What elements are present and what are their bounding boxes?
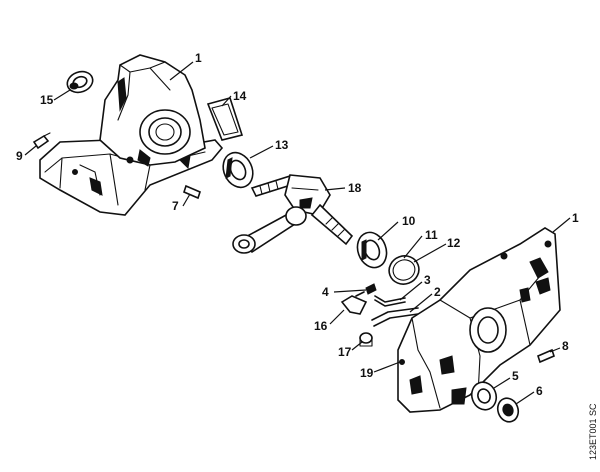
dowel-pin-part-7	[183, 184, 201, 200]
ball-bearing-part-13	[222, 151, 254, 189]
crankcase-half-right	[397, 227, 561, 413]
callout-labels: 1 15 14 9 13 7 18 10 11 12 3 2 4 16 17 1…	[16, 51, 579, 398]
callout-part-19: 19	[360, 366, 374, 380]
screw-part-4	[365, 283, 377, 295]
hose-part-2	[371, 307, 419, 327]
callout-part-11: 11	[425, 228, 438, 242]
callout-part-4: 4	[322, 285, 329, 299]
leader-lines	[24, 61, 571, 405]
seal-ring-part-6	[496, 397, 520, 423]
callout-part-13: 13	[275, 138, 289, 152]
callout-part-10: 10	[402, 214, 416, 228]
callout-part-15: 15	[40, 93, 54, 107]
cap-part-17	[359, 332, 373, 347]
callout-part-7: 7	[172, 199, 179, 213]
snap-ring-part-11	[388, 255, 420, 285]
callout-part-18: 18	[348, 181, 362, 195]
callout-part-6: 6	[536, 384, 543, 398]
ball-bearing-part-10	[356, 231, 388, 269]
screw-part-8	[537, 348, 555, 364]
callout-part-12: 12	[447, 236, 461, 250]
callout-part-9: 9	[16, 149, 23, 163]
seal-ring-part-5	[470, 381, 498, 411]
oil-pickup-part-16	[340, 291, 368, 315]
oil-line-part-3	[374, 295, 406, 307]
drawing-code: 123ET001 SC	[588, 403, 598, 460]
callout-part-2: 2	[434, 285, 441, 299]
crankshaft-part-18	[232, 174, 354, 254]
crankcase-half-left	[39, 54, 224, 216]
callout-part-14: 14	[233, 89, 247, 103]
callout-part-16: 16	[314, 319, 328, 333]
callout-part-1-lower: 1	[572, 211, 579, 225]
callout-part-1-upper: 1	[195, 51, 202, 65]
gasket-part-14	[206, 97, 244, 141]
screw-part-9	[32, 132, 51, 150]
callout-part-17: 17	[338, 345, 352, 359]
seal-ring-part-15	[66, 70, 94, 94]
callout-part-5: 5	[512, 369, 519, 383]
callout-part-8: 8	[562, 339, 569, 353]
callout-part-3: 3	[424, 273, 431, 287]
